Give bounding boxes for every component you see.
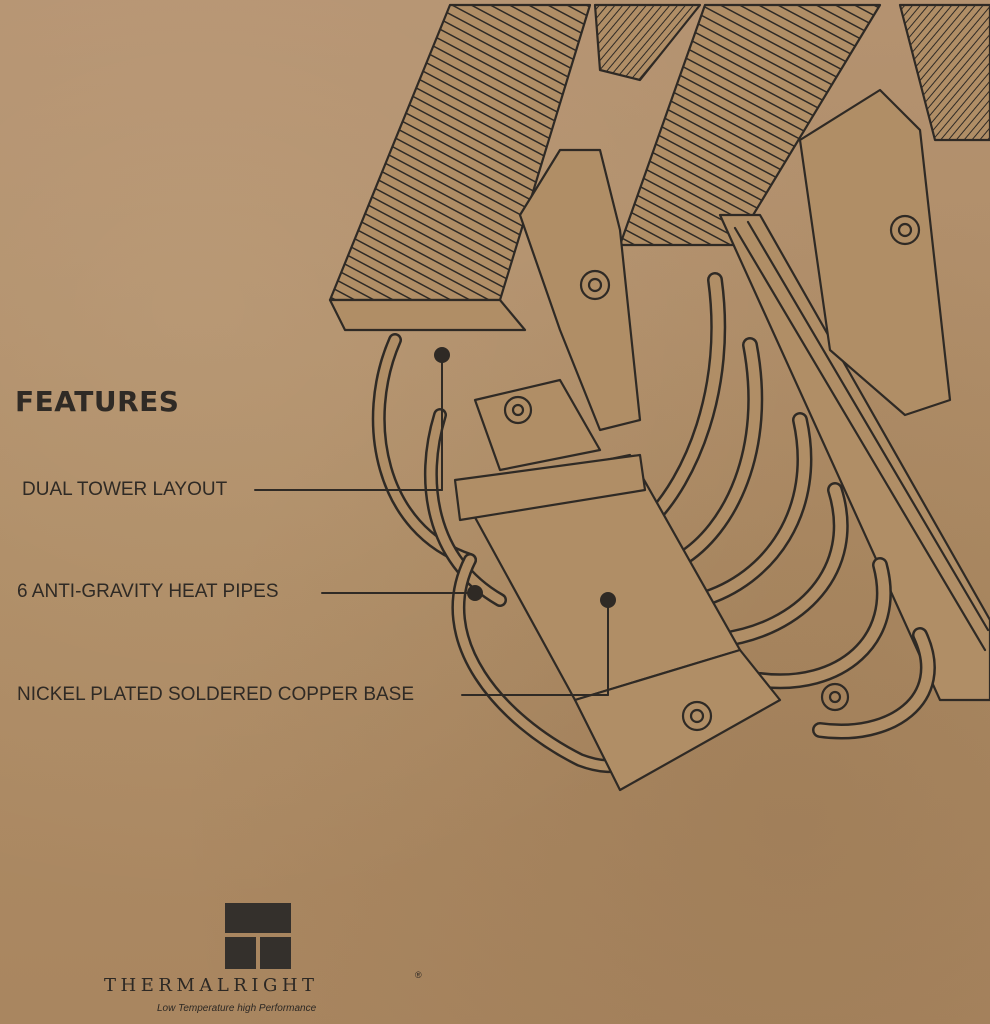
thermalright-logo-icon [225,903,291,969]
feature-dual-tower: DUAL TOWER LAYOUT [22,479,228,500]
features-heading: FEATURES [15,385,180,418]
callout-dots [434,347,616,608]
feature-heat-pipes: 6 ANTI-GRAVITY HEAT PIPES [17,581,279,602]
registered-mark: ® [415,970,422,980]
brand-tagline: Low Temperature high Performance [157,1003,317,1014]
brand-name: THERMALRIGHT [104,975,319,996]
feature-copper-base: NICKEL PLATED SOLDERED COPPER BASE [17,684,415,705]
heat-pipes [642,272,936,740]
